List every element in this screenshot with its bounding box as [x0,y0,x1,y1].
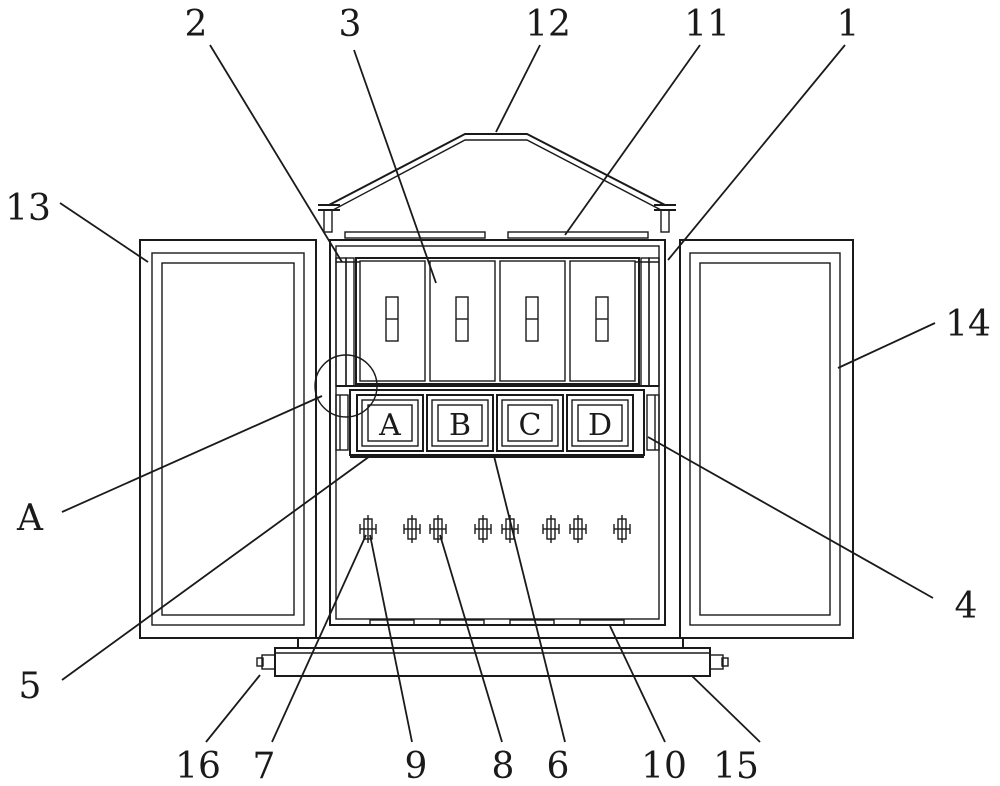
bottom-pads [369,619,625,626]
label-3: 3 [339,4,362,45]
terminal-connectors [359,515,631,543]
label-13: 13 [5,188,51,229]
box-letter-d: D [588,408,612,443]
part-labels: 2 3 12 11 1 13 14 A 4 5 16 7 9 8 6 10 15 [5,4,991,786]
switch-box-c: C [496,394,564,452]
terminal-connector [359,515,377,543]
label-15: 15 [713,746,759,786]
right-door [679,239,854,639]
label-11: 11 [684,4,730,45]
switch-row: A B C D [335,389,660,458]
label-1: 1 [837,4,860,45]
terminal-connector [429,515,447,543]
label-2: 2 [185,4,208,45]
terminal-connector [542,515,560,543]
terminal-connector [403,515,421,543]
terminal-connector [569,515,587,543]
side-rails [335,257,660,387]
box-letter-c: C [519,408,542,443]
base-rail [256,637,729,677]
leader-lines [59,44,936,743]
meter-panels [336,257,659,387]
label-a: A [16,498,44,539]
label-5: 5 [19,666,42,707]
box-letter-b: B [449,408,471,443]
label-4: 4 [955,586,978,627]
label-12: 12 [525,4,571,45]
label-16: 16 [175,746,221,786]
label-10: 10 [641,746,687,786]
switch-box-d: D [566,394,634,452]
box-letter-a: A [378,408,401,443]
top-plates [330,231,665,241]
left-door [139,239,317,639]
switch-box-a: A [356,394,424,452]
terminal-connector [474,515,492,543]
switch-box-b: B [426,394,494,452]
label-7: 7 [253,746,276,786]
label-8: 8 [492,746,515,786]
roof [318,133,676,233]
label-9: 9 [405,746,428,786]
terminal-connector [613,515,631,543]
label-6: 6 [547,746,570,786]
label-14: 14 [945,304,991,345]
